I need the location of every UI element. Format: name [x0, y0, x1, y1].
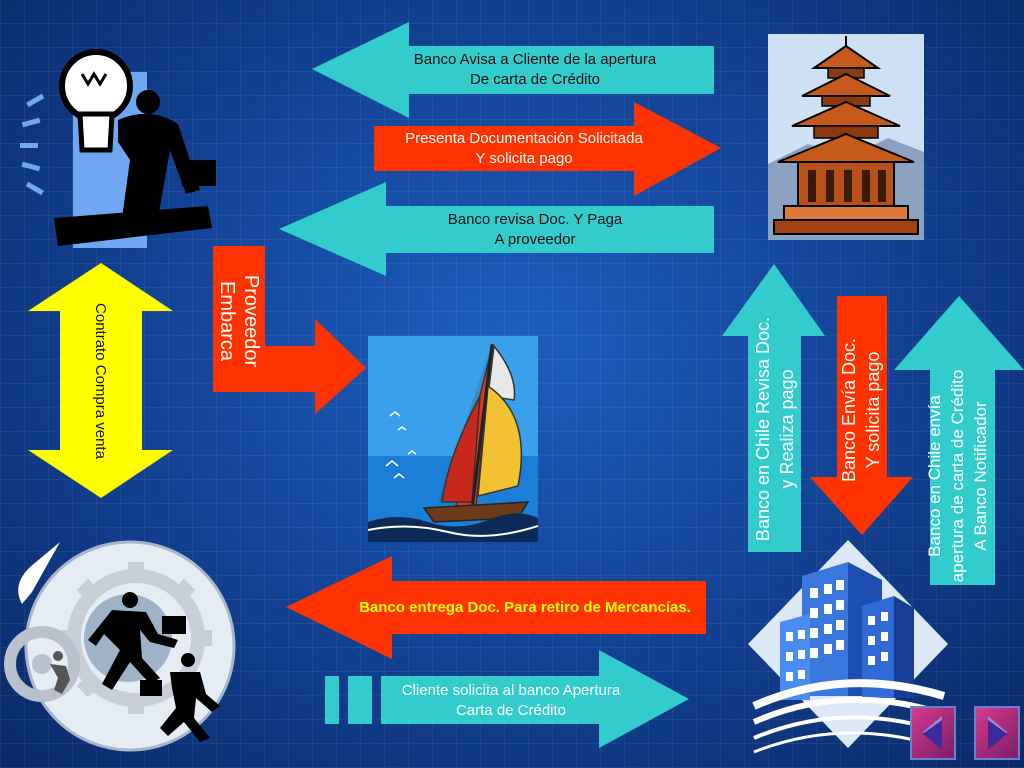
nav-forward-icon — [988, 716, 1008, 750]
nav-forward-button[interactable] — [974, 706, 1020, 760]
nav-back-icon — [922, 716, 942, 750]
office-buildings-icon — [748, 540, 948, 754]
arrow-banco-entrega-doc-label: Banco entrega Doc. Para retiro de Mercan… — [359, 599, 691, 616]
sailboat-icon — [368, 336, 538, 542]
nav-back-button[interactable] — [910, 706, 956, 760]
businessman-lightbulb-icon — [20, 49, 216, 248]
businessmen-gears-icon — [4, 540, 236, 752]
pagoda-icon — [768, 34, 924, 240]
